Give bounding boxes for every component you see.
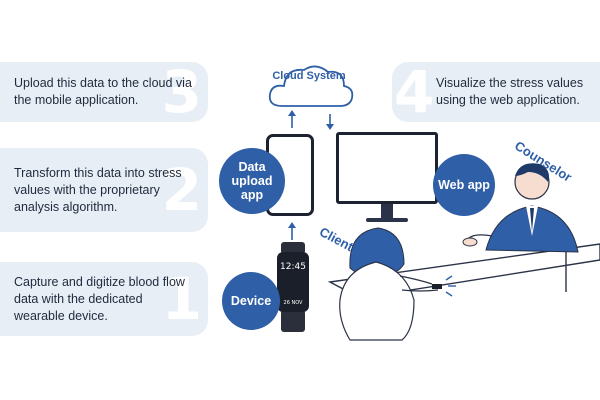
flow-arrows bbox=[288, 110, 334, 240]
step-3-number: 3 bbox=[161, 58, 202, 126]
counselor-figure bbox=[462, 163, 579, 253]
step-2-number: 2 bbox=[161, 156, 202, 224]
step-3-text: Upload this data to the cloud via the mo… bbox=[14, 76, 192, 107]
monitor bbox=[336, 132, 438, 204]
step-4-number: 4 bbox=[394, 58, 435, 126]
monitor-stand bbox=[366, 204, 408, 222]
data-upload-app-label: Data upload app bbox=[219, 148, 285, 214]
wearable-strap bbox=[281, 242, 305, 332]
wearable-device bbox=[277, 252, 309, 312]
step-1-number: 1 bbox=[161, 265, 202, 333]
web-app-label: Web app bbox=[433, 154, 495, 216]
step-3-card: 3 Upload this data to the cloud via the … bbox=[0, 62, 208, 122]
step-1-card: 1 Capture and digitize blood flow data w… bbox=[0, 262, 208, 336]
device-label: Device bbox=[222, 272, 280, 330]
watch-date: 26 NOV bbox=[283, 300, 303, 306]
step-4-card: 4 Visualize the stress values using the … bbox=[392, 62, 600, 122]
step-4-text: Visualize the stress values using the we… bbox=[436, 76, 584, 107]
cloud-icon bbox=[268, 65, 354, 107]
step-2-text: Transform this data into stress values w… bbox=[14, 165, 182, 214]
client-figure bbox=[339, 227, 456, 341]
cloud-system-label: Cloud System bbox=[272, 70, 346, 82]
watch-time: 12:45 bbox=[280, 262, 306, 272]
step-2-card: 2 Transform this data into stress values… bbox=[0, 148, 208, 232]
step-1-text: Capture and digitize blood flow data wit… bbox=[14, 274, 185, 323]
